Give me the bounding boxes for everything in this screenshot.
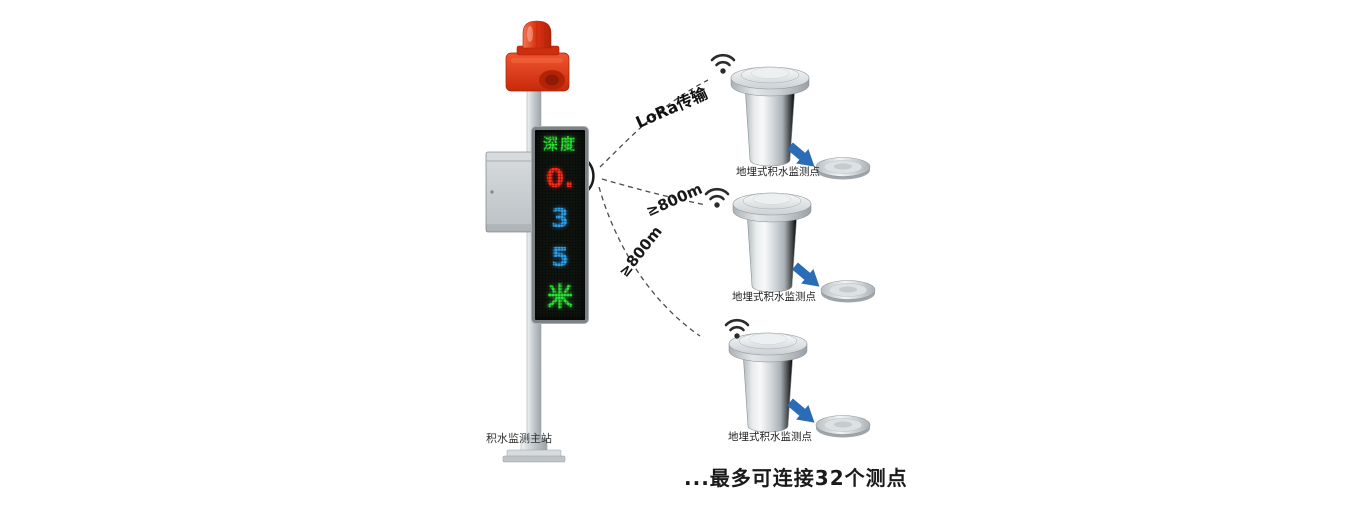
led-display-row: 米 — [546, 283, 573, 313]
buried-sensor-3 — [724, 318, 871, 438]
led-display-row: 3 — [550, 203, 570, 234]
link-curve-bottom — [598, 186, 701, 337]
sensor-label-2: 地埋式积水监测点 — [732, 291, 816, 303]
sensor-cylinder — [728, 332, 808, 433]
link-curve-top — [599, 79, 709, 168]
disc-sensor — [815, 157, 871, 180]
max-points-footnote: ...最多可连接32个测点 — [684, 466, 908, 490]
disc-sensor — [815, 415, 871, 438]
led-display-row: 深度 — [542, 135, 577, 153]
link-curve-middle — [601, 178, 707, 206]
sensor-cylinder — [732, 192, 812, 293]
sensor-label-1: 地埋式积水监测点 — [736, 166, 820, 178]
wifi-icon — [710, 53, 736, 75]
wifi-icon — [704, 187, 730, 209]
alarm-beacon — [505, 20, 570, 92]
led-display-row: 5 — [550, 243, 570, 274]
equipment-box — [485, 151, 533, 233]
buried-sensor-2 — [704, 187, 876, 303]
lora-link-curves — [598, 79, 709, 337]
sensor-label-3: 地埋式积水监测点 — [728, 431, 812, 443]
led-display: 深度 0. 3 5 米 — [532, 127, 588, 323]
led-display-row: 0. — [546, 163, 574, 194]
buried-sensor-1 — [710, 53, 871, 180]
disc-sensor — [820, 280, 876, 303]
main-station-label: 积水监测主站 — [486, 432, 552, 445]
pole-base — [502, 437, 566, 463]
